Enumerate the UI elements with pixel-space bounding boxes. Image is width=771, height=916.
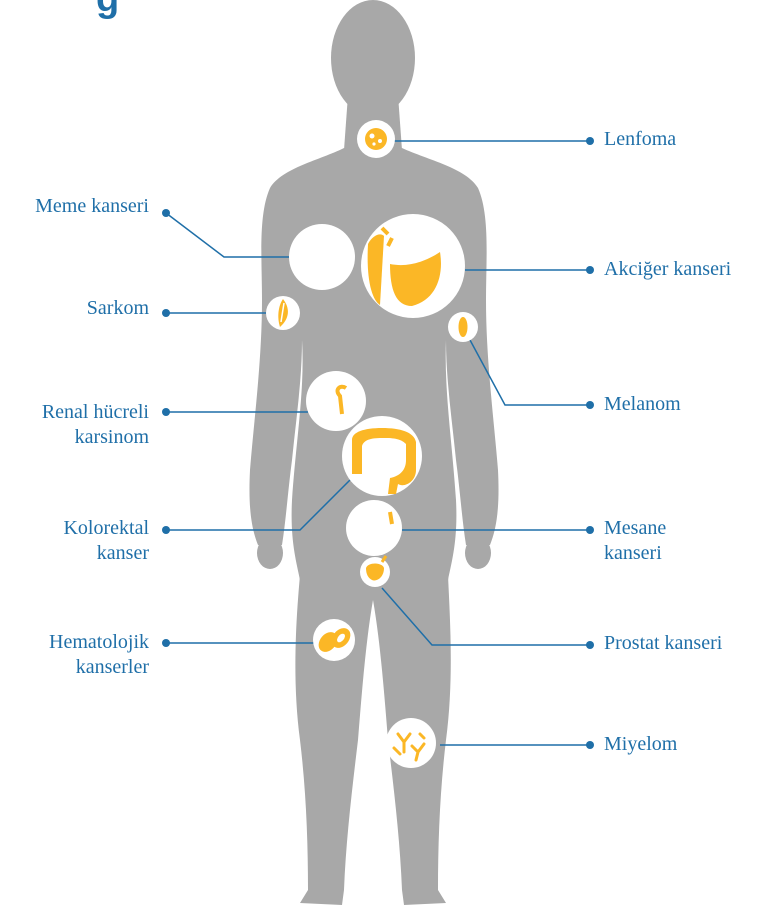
label-prostat-kanseri: Prostat kanseri [604, 631, 722, 656]
label-sarkom: Sarkom [87, 296, 149, 321]
dot-prostat [586, 641, 594, 649]
dot-lenfoma [586, 137, 594, 145]
bladder-icon [346, 500, 402, 556]
dot-sarkom [162, 309, 170, 317]
dot-miyelom [586, 741, 594, 749]
lung-icon [361, 214, 465, 318]
kidney-icon [306, 371, 366, 431]
colon-icon [342, 416, 422, 496]
blood-cell-icon [313, 619, 355, 661]
dot-meme [162, 209, 170, 217]
dot-melanom [586, 401, 594, 409]
sarcoma-icon [266, 296, 300, 330]
label-akciger-kanseri: Akciğer kanseri [604, 257, 731, 282]
dot-renal [162, 408, 170, 416]
antibody-icon [386, 718, 436, 768]
label-kolorektal-kanser: Kolorektal kanser [63, 516, 149, 566]
lymph-node-icon [357, 120, 395, 158]
label-mesane-kanseri: Mesane kanseri [604, 516, 666, 566]
label-lenfoma: Lenfoma [604, 127, 676, 152]
label-melanom: Melanom [604, 392, 681, 417]
breast-icon [289, 224, 355, 290]
dot-hematolojik [162, 639, 170, 647]
melanoma-icon [448, 312, 478, 342]
dot-kolorektal [162, 526, 170, 534]
label-renal-hucreli-karsinom: Renal hücreli karsinom [42, 400, 149, 450]
label-miyelom: Miyelom [604, 732, 677, 757]
label-hematolojik-kanserler: Hematolojik kanserler [49, 630, 149, 680]
dot-akciger [586, 266, 594, 274]
dot-mesane [586, 526, 594, 534]
label-meme-kanseri: Meme kanseri [35, 194, 149, 219]
